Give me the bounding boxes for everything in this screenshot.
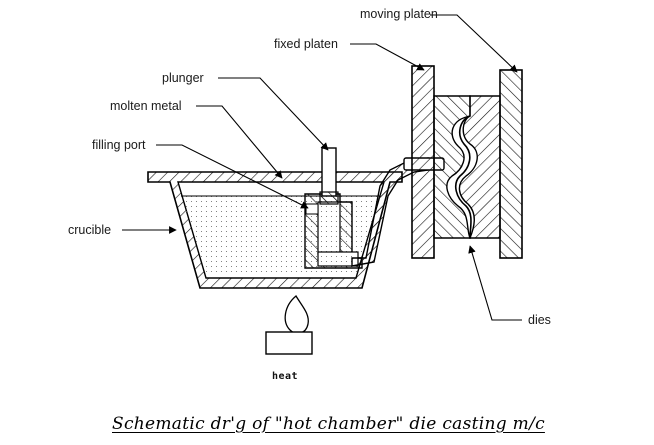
flame-icon: [284, 295, 309, 335]
moving-platen: [499, 69, 523, 259]
label-molten-metal: molten metal: [110, 99, 182, 113]
leader-lines: [122, 14, 522, 321]
leader-dies: [468, 245, 522, 321]
label-moving-platen: moving platen: [360, 7, 438, 21]
fixed-platen: [411, 65, 435, 259]
gooseneck: [304, 157, 429, 269]
heat-source: [265, 295, 313, 355]
label-crucible: crucible: [68, 223, 112, 237]
plunger: [319, 147, 339, 205]
leader-molten-metal: [196, 105, 283, 179]
label-filling-port: filling port: [92, 138, 146, 152]
label-heat: heat: [272, 371, 299, 382]
diagram-caption: Schematic dr'g of "hot chamber" die cast…: [112, 414, 545, 434]
label-plunger: plunger: [162, 71, 204, 85]
dies: [433, 95, 501, 239]
label-dies: dies: [528, 313, 551, 327]
leader-filling-port: [156, 144, 309, 209]
crucible: [147, 171, 403, 289]
leader-plunger: [218, 77, 329, 151]
leader-moving-platen: [430, 14, 518, 73]
label-fixed-platen: fixed platen: [274, 37, 338, 51]
leader-fixed-platen: [350, 43, 425, 71]
